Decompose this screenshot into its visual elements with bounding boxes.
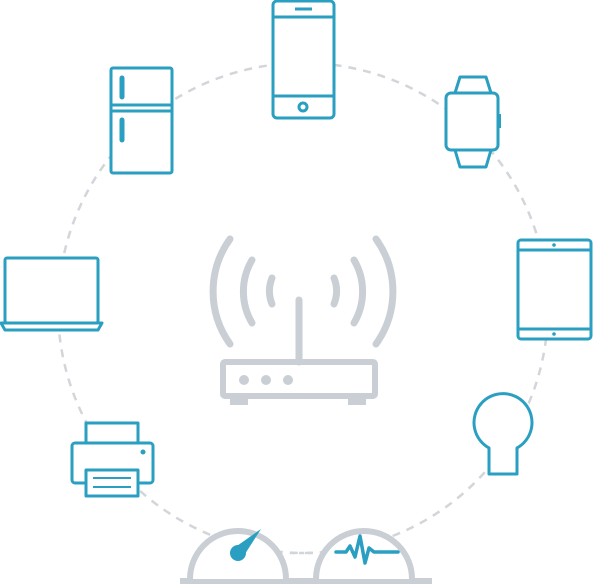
printer-icon	[70, 421, 155, 498]
tablet-icon	[516, 238, 593, 341]
light-bulb-icon	[472, 392, 534, 476]
laptop-icon	[0, 256, 104, 332]
wifi-router-icon	[209, 235, 397, 405]
pulse-gauge-icon	[313, 528, 415, 580]
refrigerator-icon	[109, 66, 174, 175]
smartwatch-icon	[444, 75, 501, 169]
smartphone-icon	[271, 0, 336, 120]
speedometer-gauge-icon	[187, 528, 289, 580]
meters-group	[180, 528, 432, 584]
